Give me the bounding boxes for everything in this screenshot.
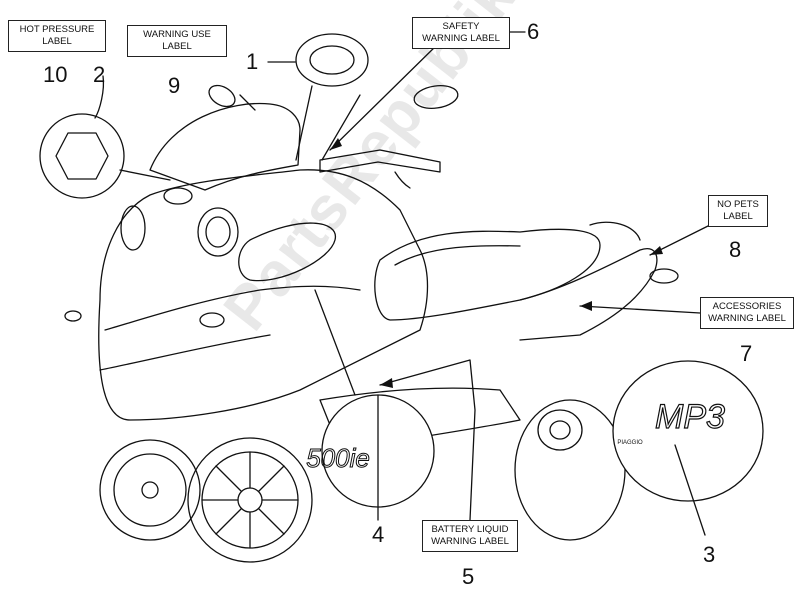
front-left-rim [113,453,187,527]
leader-5 [379,359,476,521]
label-10-line1: HOT PRESSURE [19,24,95,35]
rear-indicator [649,268,679,284]
leader-2b [119,169,171,181]
fog-light [199,312,225,328]
label-7-line2: WARNING LABEL [708,313,786,324]
rear-wheel [514,399,626,541]
label-8-line1: NO PETS [717,199,759,210]
callout-number-7: 7 [740,341,753,366]
grab-rail [589,221,641,241]
side-vent [238,222,336,282]
badge-1-logo [309,45,355,75]
fairing-lower-line [99,334,271,371]
label-8-line2: LABEL [723,211,753,222]
badge-2-hex [55,132,109,180]
label-9-line2: LABEL [162,41,192,52]
leader-6 [329,31,526,151]
callout-number-10: 10 [43,62,68,87]
front-right-spokes [201,451,299,549]
fairing-line [104,285,361,331]
windscreen [149,102,301,191]
callout-number-1: 1 [246,49,259,74]
label-6-line2: WARNING LABEL [422,33,500,44]
label-6-box: SAFETY WARNING LABEL [412,17,510,49]
seat-line [394,245,521,266]
label-7-line1: ACCESSORIES [712,301,782,312]
callout-number-3: 3 [703,542,716,567]
seat [374,228,601,321]
front-left-wheel [99,439,201,541]
leader-7 [579,305,701,314]
front-left-hub [141,481,159,499]
brake-lever [394,171,411,189]
callout-number-8: 8 [729,237,742,262]
rear-body [519,248,658,341]
leader-1 [267,61,313,161]
left-indicator [64,310,82,322]
callout-number-6: 6 [527,19,540,44]
rear-hub [537,409,583,451]
label-7-box: ACCESSORIES WARNING LABEL [700,297,794,329]
leader-2 [94,75,105,119]
top-light [163,187,193,205]
badge-2-circle [39,113,125,199]
headlight-right-inner [205,216,231,248]
label-9-box: WARNING USE LABEL [127,25,227,57]
label-5-line2: WARNING LABEL [431,536,509,547]
label-9-line1: WARNING USE [143,29,211,40]
handlebar [319,149,441,173]
label-5-line1: BATTERY LIQUID [431,524,509,535]
mirror-stems [239,94,361,161]
badge-3-circle [612,360,764,502]
leader-4b [314,289,356,396]
arrowheads [330,138,663,388]
right-mirror [413,85,459,109]
rear-hub-inner [549,420,571,440]
front-right-wheel [187,437,313,563]
callout-number-5: 5 [462,564,475,589]
label-10-box: HOT PRESSURE LABEL [8,20,106,52]
badge-3-text: MP3 [655,398,725,436]
callout-number-9: 9 [168,73,181,98]
callout-number-4: 4 [372,522,385,547]
left-mirror [208,84,236,108]
front-fairing [98,169,429,421]
label-8-box: NO PETS LABEL [708,195,768,227]
headlight-left [120,205,146,251]
front-right-hub [237,487,263,513]
badge-3-brand: PIAGGIO [617,440,643,446]
headlight-right [197,207,239,257]
label-10-line2: LABEL [42,36,72,47]
leader-3 [674,444,706,536]
label-5-box: BATTERY LIQUID WARNING LABEL [422,520,518,552]
callout-number-2: 2 [93,62,106,87]
badge-4-text: 500ie [306,443,370,473]
badge-1-circle [295,33,369,87]
label-6-line1: SAFETY [442,21,480,32]
